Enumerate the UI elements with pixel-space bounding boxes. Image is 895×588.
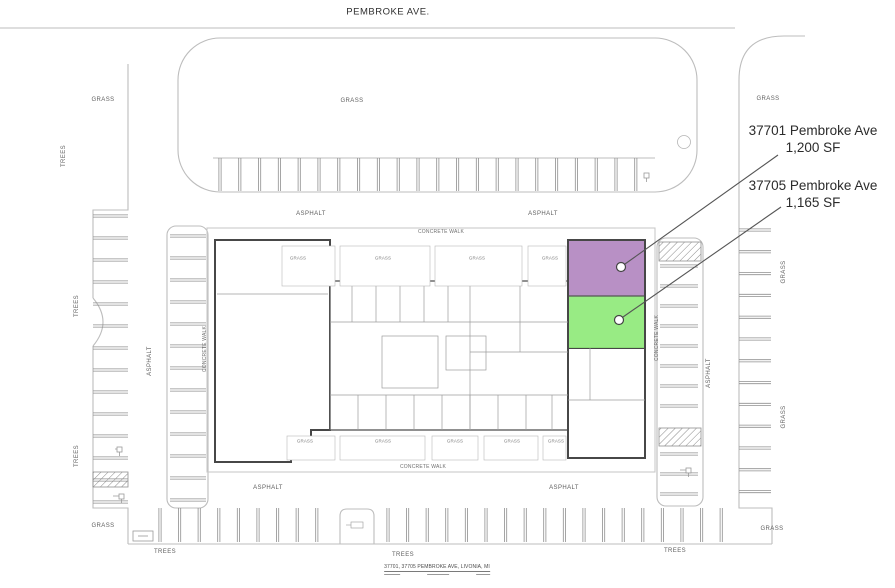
asphalt-label: ASPHALT [253,485,283,491]
asphalt-label: ASPHALT [296,211,326,217]
grass-strip-label: GRASS [446,438,464,444]
grass-label: GRASS [756,96,780,102]
trees-label: TREES [153,549,177,555]
sign-post-icon [116,446,123,453]
trees-label: TREES [663,548,687,554]
hatched-stalls [92,241,702,488]
trees-label: TREES [74,294,80,318]
grass-strip-label: GRASS [296,438,314,444]
concrete-walk-label: CONCRETE WALK [399,464,447,470]
grass-strip-label: GRASS [289,255,307,261]
grass-label: GRASS [760,526,784,532]
annotation-address: 37705 Pembroke Ave [748,178,878,193]
grass-label: GRASS [340,98,364,104]
concrete-walk-label: CONCRETE WALK [202,325,208,373]
title-block-address: 37701, 37705 PEMBROKE AVE, LIVONIA, MI [384,564,490,572]
leader-dot-37701 [615,261,627,273]
annotation-area: 1,200 SF [785,140,841,156]
grass-strip-label: GRASS [541,255,559,261]
concrete-walk-label: CONCRETE WALK [417,229,465,235]
concrete-walk-label: CONCRETE WALK [654,314,660,362]
grass-strip-label: GRASS [374,438,392,444]
grass-label: GRASS [781,405,787,429]
annotation-unit-37701[interactable]: 37701 Pembroke Ave 1,200 SF [733,122,893,157]
curb-lines [0,27,805,545]
site-icons [113,135,692,542]
annotation-leaders [613,154,782,326]
building-footprint [214,239,646,463]
grass-strips [281,245,567,461]
trees-label: TREES [61,144,67,168]
title-block: 37701, 37705 PEMBROKE AVE, LIVONIA, MI [384,564,490,575]
leader-dot-37705 [613,314,625,326]
sign-post-icon [118,493,125,500]
interior-walls [217,281,645,430]
annotation-address: 37701 Pembroke Ave [748,123,878,138]
annotation-unit-37705[interactable]: 37705 Pembroke Ave 1,165 SF [733,177,893,212]
grass-label: GRASS [781,260,787,284]
island-marking [350,521,364,529]
grass-strip-label: GRASS [468,255,486,261]
building-middle-section [329,280,569,431]
grass-strip-label: GRASS [547,438,565,444]
sign-post-icon [685,467,692,474]
light-pole-icon [677,135,691,149]
unit-37701-highlight[interactable] [569,241,644,296]
grass-label: GRASS [91,97,115,103]
asphalt-label: ASPHALT [147,346,153,376]
grass-strip-label: GRASS [374,255,392,261]
sign-post-icon [643,172,650,179]
grass-label: GRASS [91,523,115,529]
title-block-fields [384,573,490,575]
annotation-area: 1,165 SF [785,195,841,211]
asphalt-label: ASPHALT [706,358,712,388]
grass-strip-label: GRASS [503,438,521,444]
trees-label: TREES [391,552,415,558]
asphalt-label: ASPHALT [528,211,558,217]
asphalt-label: ASPHALT [549,485,579,491]
unit-37705-highlight[interactable] [569,296,644,348]
trees-label: TREES [74,444,80,468]
parking-stalls [93,158,771,542]
building-right-lower-unit [567,347,646,459]
street-name: PEMBROKE AVE. [346,6,430,18]
